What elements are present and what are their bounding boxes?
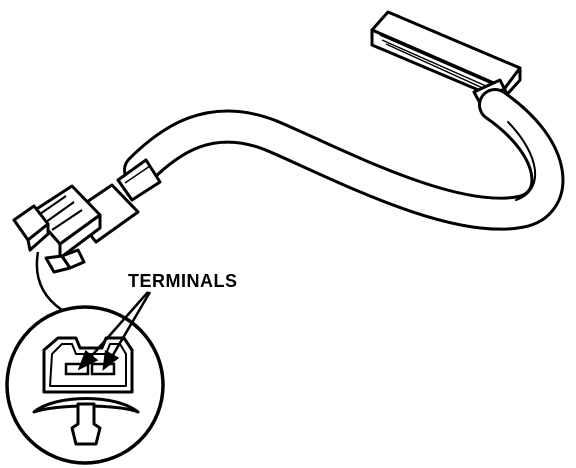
connector-housing [12,158,162,274]
inset-leader-line [35,251,63,312]
terminal-inset-view [5,305,165,465]
harness-cable [123,88,565,231]
terminals-label: TERMINALS [128,271,238,291]
locking-post [70,402,102,446]
terminals-callout-arrows [77,291,152,371]
